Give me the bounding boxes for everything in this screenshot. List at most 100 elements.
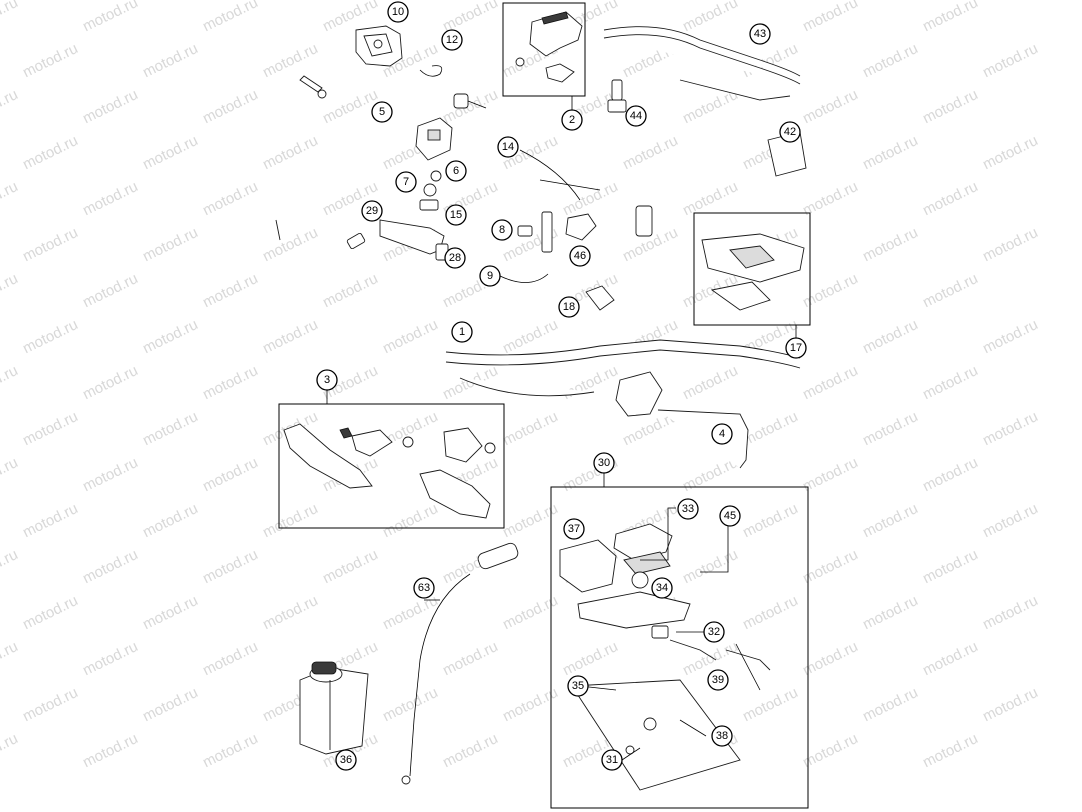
callout-number: 31: [606, 754, 618, 766]
callout-circle: [479, 265, 501, 287]
callout-circle: [445, 160, 467, 182]
callout-number: 28: [449, 252, 461, 264]
callout-circle: [711, 423, 733, 445]
handlebar: [603, 26, 801, 101]
callout-circle: [779, 121, 801, 143]
callout-circle: [563, 518, 585, 540]
callout-number: 12: [446, 34, 458, 46]
callout-35: 35: [567, 675, 589, 697]
callout-number: 35: [572, 680, 584, 692]
callout-circle: [749, 23, 771, 45]
callout-circle: [445, 204, 467, 226]
assembly-frame-2: [502, 2, 586, 97]
callout-circle: [361, 200, 383, 222]
callout-number: 7: [403, 176, 409, 188]
callout-circle: [567, 675, 589, 697]
callout-circle: [395, 171, 417, 193]
callout-42: 42: [779, 121, 801, 143]
brake-line-clip: [585, 285, 615, 311]
callout-number: 36: [340, 754, 352, 766]
callout-circle: [561, 109, 583, 131]
callout-number: 10: [392, 6, 404, 18]
callout-46: 46: [569, 245, 591, 267]
hand-guard-right: [419, 427, 496, 519]
callout-29: 29: [361, 200, 383, 222]
callout-number: 42: [784, 126, 796, 138]
throttle-cable-long: [401, 542, 519, 785]
callout-circle: [371, 101, 393, 123]
callout-circle: [569, 245, 591, 267]
callout-63: 63: [413, 577, 435, 599]
callout-number: 33: [682, 503, 694, 515]
callout-38: 38: [711, 725, 733, 747]
clutch-assembly: [701, 233, 805, 311]
throttle-screw: [299, 75, 327, 99]
callout-34: 34: [651, 577, 673, 599]
callout-6: 6: [445, 160, 467, 182]
callout-circle: [677, 498, 699, 520]
callout-circle: [444, 247, 466, 269]
callout-circle: [625, 105, 647, 127]
callout-circle: [335, 749, 357, 771]
callout-number: 3: [324, 374, 330, 386]
callout-circle: [441, 29, 463, 51]
callout-number: 29: [366, 205, 378, 217]
callout-37: 37: [563, 518, 585, 540]
callout-44: 44: [625, 105, 647, 127]
callout-15: 15: [445, 204, 467, 226]
assembly-frame-3: [278, 403, 505, 529]
assembly-frame-30: [550, 486, 809, 809]
master-cylinder-cap: [515, 11, 583, 83]
callout-number: 30: [598, 457, 610, 469]
handlebar-switch: [415, 117, 453, 211]
callout-32: 32: [703, 621, 725, 643]
callout-number: 15: [450, 209, 462, 221]
callout-33: 33: [677, 498, 699, 520]
callout-number: 2: [569, 114, 575, 126]
callout-number: 14: [502, 141, 514, 153]
callout-number: 46: [574, 250, 586, 262]
callout-circle: [451, 321, 473, 343]
callout-number: 1: [459, 326, 465, 338]
callout-number: 6: [453, 165, 459, 177]
callout-31: 31: [601, 749, 623, 771]
callout-circle: [387, 1, 409, 23]
brake-fluid-bottle: [299, 661, 369, 755]
callout-number: 63: [418, 582, 430, 594]
callout-number: 9: [487, 270, 493, 282]
callout-28: 28: [444, 247, 466, 269]
throttle-grip-end: [453, 93, 487, 109]
callout-labels: 1012524344421467152984628918171343033453…: [316, 1, 807, 771]
callout-number: 43: [754, 28, 766, 40]
callout-circle: [593, 452, 615, 474]
callout-number: 44: [630, 110, 642, 122]
throttle-cable: [419, 65, 443, 77]
brake-cable: [499, 273, 549, 283]
callout-10: 10: [387, 1, 409, 23]
callout-number: 34: [656, 582, 668, 594]
callout-39: 39: [707, 669, 729, 691]
callout-circle: [491, 219, 513, 241]
callout-number: 45: [724, 510, 736, 522]
callout-number: 5: [379, 106, 385, 118]
callout-43: 43: [749, 23, 771, 45]
callout-circle: [413, 577, 435, 599]
throttle-housing: [355, 25, 403, 67]
callout-circle: [703, 621, 725, 643]
callout-circle: [711, 725, 733, 747]
callout-number: 4: [719, 428, 725, 440]
brake-lever: [615, 371, 749, 469]
callout-circle: [558, 296, 580, 318]
callout-3: 3: [316, 369, 338, 391]
callout-number: 17: [790, 342, 802, 354]
callout-17: 17: [785, 337, 807, 359]
master-cylinder-assembly: [559, 523, 771, 791]
handlebar-main: [445, 339, 801, 397]
callout-8: 8: [491, 219, 513, 241]
callout-45: 45: [719, 505, 741, 527]
callout-circle: [601, 749, 623, 771]
callout-number: 8: [499, 224, 505, 236]
clutch-lever-assembly: [275, 219, 449, 261]
callout-number: 18: [563, 301, 575, 313]
